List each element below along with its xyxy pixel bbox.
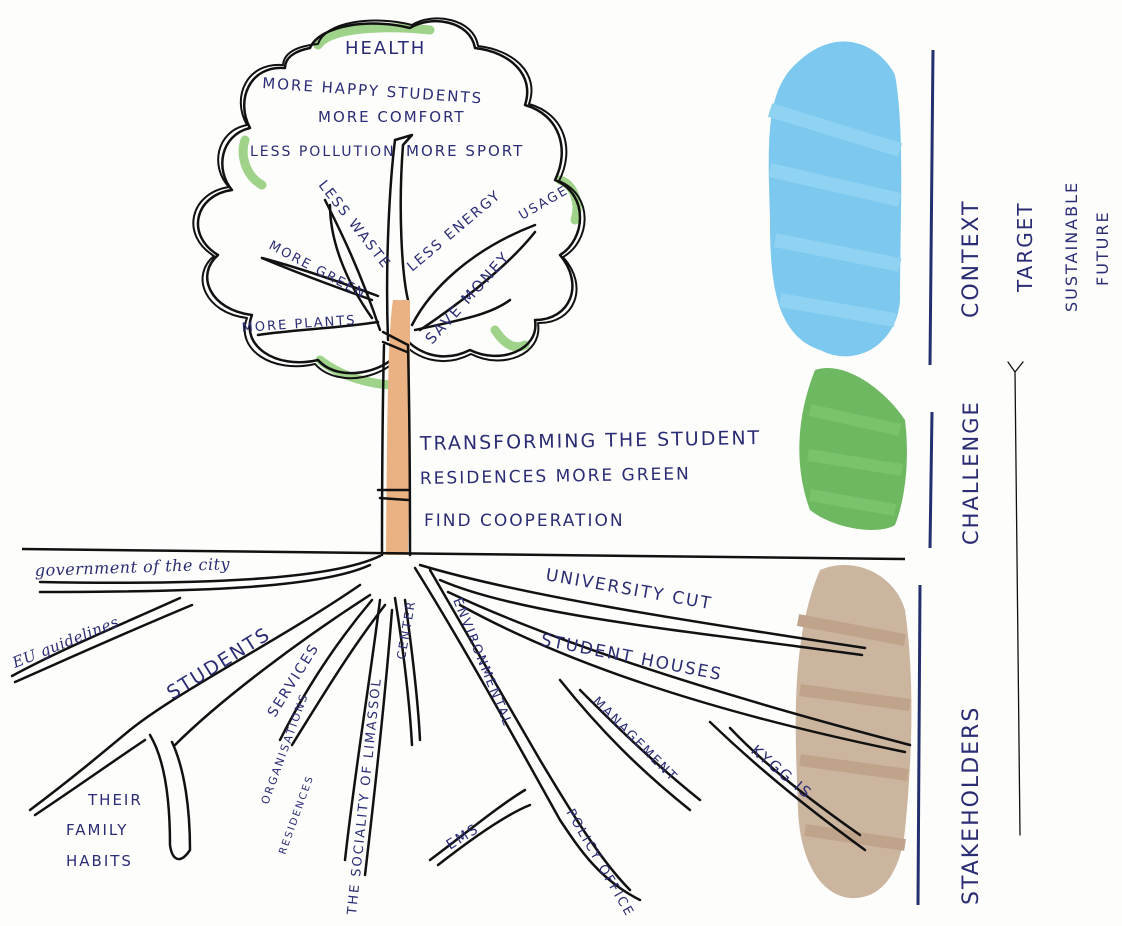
sustainable-label: SUSTAINABLE xyxy=(1062,181,1081,312)
pollution-label: LESS POLLUTION xyxy=(250,144,396,160)
stakeholders-soil-scribble xyxy=(795,564,912,899)
their-label: THEIR xyxy=(87,791,143,809)
management-label: MANAGEMENT xyxy=(589,694,680,785)
tree-trunk xyxy=(376,330,412,557)
family-label: FAMILY xyxy=(66,821,128,839)
habits-label: HABITS xyxy=(66,852,133,870)
context-label: CONTEXT xyxy=(959,199,984,318)
university-cut-label: UNIVERSITY CUT xyxy=(544,565,714,614)
challenge-line-1: TRANSFORMING THE STUDENT xyxy=(419,427,762,455)
target-label: TARGET xyxy=(1013,201,1037,293)
ground-line xyxy=(21,547,906,561)
context-sky-scribble xyxy=(767,41,903,357)
tree-canopy xyxy=(192,17,586,380)
challenge-rule xyxy=(928,411,934,549)
challenge-leaf-scribble xyxy=(799,368,907,530)
challenge-label: CHALLENGE xyxy=(959,400,983,545)
stakeholders-label: STAKEHOLDERS xyxy=(959,706,984,905)
health-label: HEALTH xyxy=(345,38,426,59)
students-label: STUDENTS xyxy=(163,623,275,704)
challenge-line-3: FIND COOPERATION xyxy=(424,511,625,531)
challenge-line-2: RESIDENCES MORE GREEN xyxy=(420,464,691,489)
waste-label: LESS WASTE xyxy=(315,178,394,273)
target-arrow xyxy=(1007,361,1024,836)
student-houses-label: STUDENT HOUSES xyxy=(539,630,724,685)
context-rule xyxy=(928,49,935,366)
stakeholders-rule xyxy=(916,584,922,906)
policy-office-label: POLICY OFFICE xyxy=(563,807,637,920)
residences-label: RESIDENCES xyxy=(277,774,316,856)
usage-label: USAGE xyxy=(517,183,572,223)
more-plants-label: MORE PLANTS xyxy=(241,313,357,336)
happy-students-label: MORE HAPPY STUDENTS xyxy=(262,74,484,107)
trunk-fill xyxy=(386,300,410,555)
ems-label: EMS xyxy=(444,821,483,854)
future-label: FUTURE xyxy=(1093,210,1112,286)
government-label: government of the city xyxy=(34,554,230,580)
more-green-label: MORE GREEN xyxy=(266,238,368,302)
comfort-label: MORE COMFORT xyxy=(318,108,466,126)
tree-roots xyxy=(10,554,912,902)
sport-label: MORE SPORT xyxy=(406,142,524,160)
